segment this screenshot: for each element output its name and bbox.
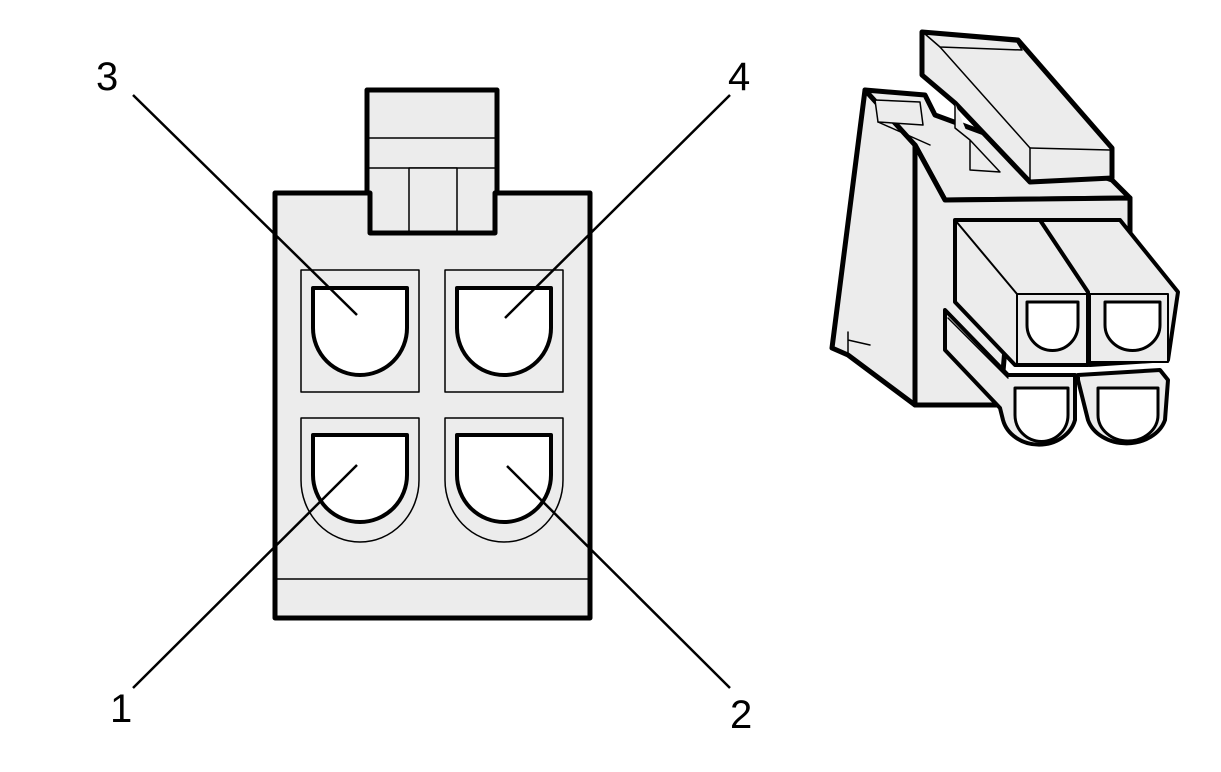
leader-line-3 xyxy=(132,94,358,316)
pin-cavity-2 xyxy=(444,417,564,543)
leader-lines xyxy=(132,94,731,689)
locking-latch xyxy=(919,29,1115,185)
pin-cavity-4 xyxy=(444,269,564,393)
leader-line-1 xyxy=(132,464,358,689)
pin-cavity-1 xyxy=(300,417,420,543)
pin-label-1: 1 xyxy=(110,687,132,731)
connector-housing xyxy=(272,190,593,621)
connector-isometric-view xyxy=(829,29,1180,447)
terminal-sleeve-upper-right xyxy=(1038,218,1180,367)
locking-tab xyxy=(364,87,500,238)
leader-line-2 xyxy=(506,465,731,689)
terminal-sleeve-upper-left xyxy=(953,218,1090,367)
connector-front-view xyxy=(132,87,731,689)
leader-line-4 xyxy=(504,94,731,319)
pin-cavity-3 xyxy=(300,269,420,393)
housing-side-face xyxy=(829,87,918,408)
terminal-sleeve-lower-left xyxy=(943,308,1077,447)
pin-label-4: 4 xyxy=(728,55,750,99)
pin-label-2: 2 xyxy=(730,693,752,737)
pin-label-3: 3 xyxy=(96,55,118,99)
terminal-sleeve-lower-right xyxy=(1076,368,1170,446)
